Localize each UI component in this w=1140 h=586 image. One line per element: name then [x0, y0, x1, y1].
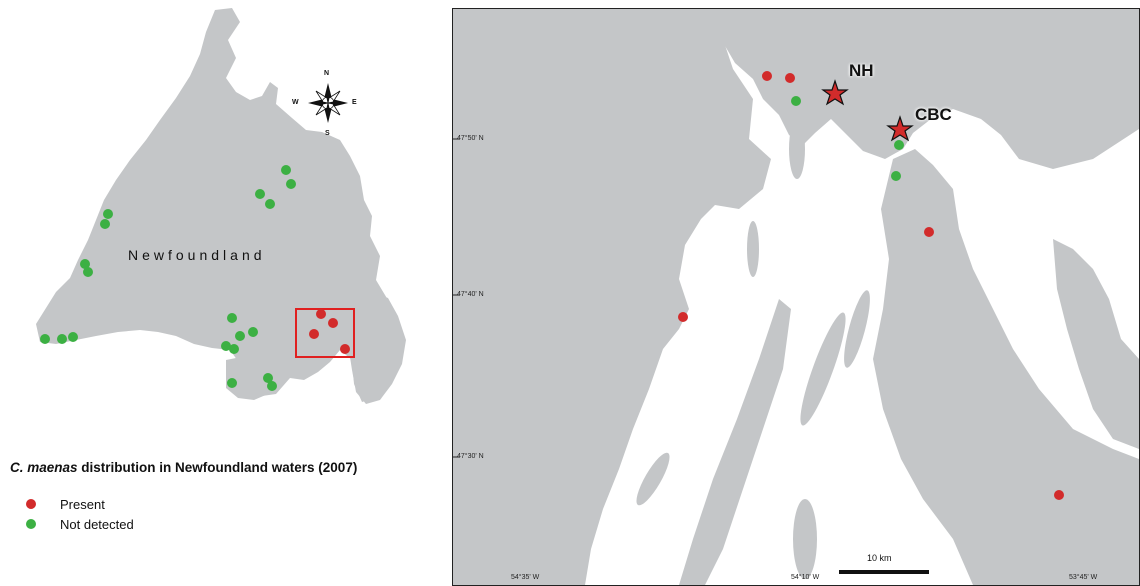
- overview-not-detected-marker-4: [265, 199, 275, 209]
- detail-map: NH CBC 47°50' N 47°40' N 47°30' N 54°35'…: [452, 8, 1140, 586]
- overview-present-marker-3: [309, 329, 319, 339]
- west-landmass: [453, 9, 771, 585]
- newfoundland-landmass: [36, 8, 402, 402]
- detail-not-detected-marker-1: [791, 96, 801, 106]
- detail-present-marker-5: [1054, 490, 1064, 500]
- latitude-label-1: 47°50' N: [457, 135, 484, 142]
- overview-not-detected-marker-16: [229, 344, 239, 354]
- overview-not-detected-marker-12: [227, 313, 237, 323]
- latitude-label-2: 47°40' N: [457, 291, 484, 298]
- compass-n-label: N: [324, 70, 330, 77]
- overview-not-detected-marker-19: [227, 378, 237, 388]
- overview-not-detected-marker-3: [255, 189, 265, 199]
- overview-not-detected-marker-11: [68, 332, 78, 342]
- present-marker-icon: [26, 499, 36, 509]
- overview-present-marker-1: [316, 309, 326, 319]
- overview-not-detected-marker-6: [100, 219, 110, 229]
- overview-not-detected-marker-18: [267, 381, 277, 391]
- overview-not-detected-marker-8: [83, 267, 93, 277]
- newfoundland-overview-svg: [36, 8, 406, 404]
- southern-spit: [679, 299, 791, 585]
- overview-not-detected-marker-1: [281, 165, 291, 175]
- nh-site-star-icon: [821, 79, 849, 106]
- longitude-label-1: 54°35' W: [511, 574, 540, 581]
- inset-area-box: [295, 308, 355, 358]
- latitude-label-3: 47°30' N: [457, 453, 484, 460]
- overview-not-detected-marker-9: [40, 334, 50, 344]
- compass-s-label: S: [325, 130, 330, 137]
- overview-not-detected-marker-17: [263, 373, 273, 383]
- scale-bar: [839, 570, 929, 574]
- detail-present-marker-1: [762, 71, 772, 81]
- overview-not-detected-marker-13: [235, 331, 245, 341]
- overview-present-marker-4: [340, 344, 350, 354]
- legend-item-not-detected: Not detected: [26, 514, 134, 534]
- island-small-3: [800, 312, 846, 426]
- overview-not-detected-marker-10: [57, 334, 67, 344]
- legend-present-label: Present: [60, 496, 105, 512]
- overview-map: N S E W Newfoundland C. maenas distribut…: [0, 0, 440, 586]
- compass-rose-icon: [308, 83, 348, 123]
- avalon-peninsula: [348, 292, 406, 404]
- burin-peninsula: [226, 356, 272, 400]
- overview-not-detected-marker-14: [248, 327, 258, 337]
- overview-site-markers: [40, 165, 350, 391]
- island-small-5: [793, 499, 817, 579]
- species-name: C. maenas: [10, 460, 78, 475]
- east-landmass: [1053, 239, 1139, 449]
- detail-present-marker-3: [924, 227, 934, 237]
- detail-present-marker-4: [678, 312, 688, 322]
- cbc-site-star-icon: [886, 115, 914, 142]
- site-label-cbc: CBC: [915, 105, 952, 124]
- legend-item-present: Present: [26, 494, 134, 514]
- not-detected-marker-icon: [26, 519, 36, 529]
- island-small-2: [789, 119, 805, 179]
- region-label: Newfoundland: [128, 247, 266, 263]
- island-small-6: [636, 452, 670, 506]
- caption-text: distribution in Newfoundland waters (200…: [77, 460, 358, 475]
- overview-not-detected-marker-2: [286, 179, 296, 189]
- legend: Present Not detected: [26, 494, 134, 534]
- detail-not-detected-marker-2: [894, 140, 904, 150]
- legend-not-detected-label: Not detected: [60, 516, 134, 532]
- overview-not-detected-marker-7: [80, 259, 90, 269]
- longitude-label-3: 53°45' W: [1069, 574, 1098, 581]
- detail-not-detected-marker-3: [891, 171, 901, 181]
- overview-present-marker-2: [328, 318, 338, 328]
- site-label-nh: NH: [849, 61, 874, 80]
- longitude-label-2: 54°10' W: [791, 574, 820, 581]
- scale-bar-label: 10 km: [867, 553, 892, 563]
- compass-w-label: W: [292, 99, 299, 106]
- compass-e-label: E: [352, 99, 357, 106]
- overview-not-detected-marker-5: [103, 209, 113, 219]
- detail-site-markers: [678, 71, 1064, 500]
- island-small-1: [747, 221, 759, 277]
- map-caption: C. maenas distribution in Newfoundland w…: [10, 460, 357, 475]
- detail-present-marker-2: [785, 73, 795, 83]
- overview-not-detected-marker-15: [221, 341, 231, 351]
- central-peninsula: [873, 149, 1139, 585]
- north-landmass: [713, 9, 1139, 169]
- island-small-4: [844, 290, 870, 368]
- detail-map-svg: [453, 9, 1139, 585]
